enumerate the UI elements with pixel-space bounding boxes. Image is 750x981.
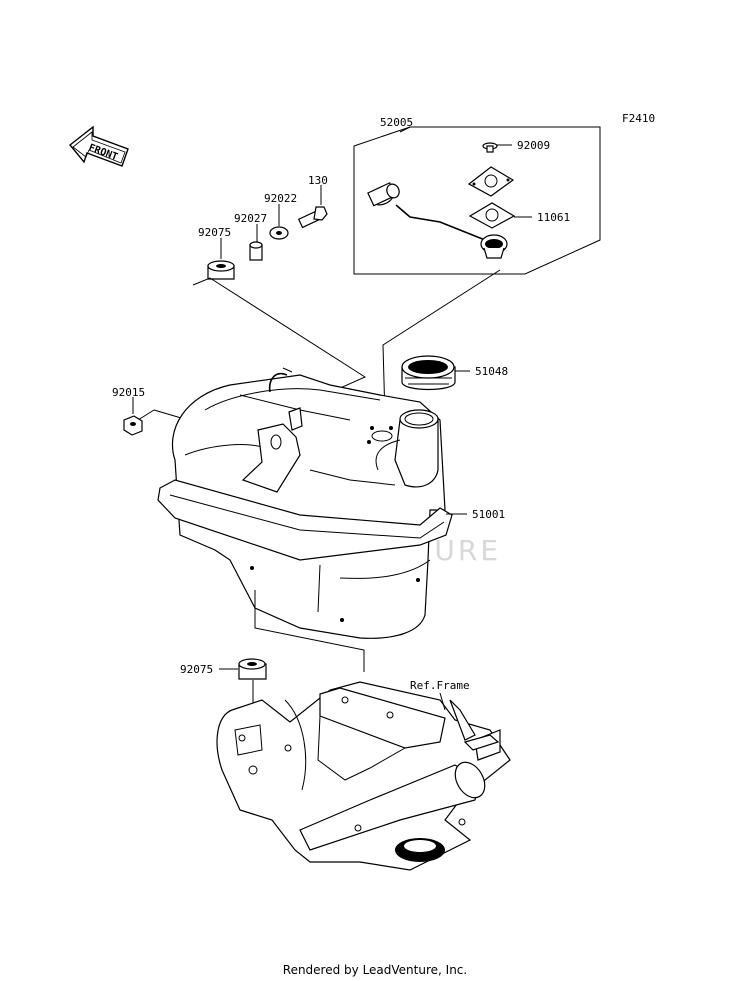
fuel-sender-float [367, 182, 508, 259]
gauge-plate [467, 166, 515, 197]
figure-code: F2410 [622, 112, 655, 125]
footer-credit: Rendered by LeadVenture, Inc. [282, 963, 468, 977]
washer-92022 [269, 204, 289, 240]
label-92022: 92022 [264, 192, 297, 205]
filler-cap-51048 [401, 355, 470, 391]
label-51001: 51001 [472, 508, 505, 521]
bolt-130 [297, 185, 328, 229]
label-92009: 92009 [517, 139, 550, 152]
label-92027: 92027 [234, 212, 267, 225]
label-92075-lower: 92075 [180, 663, 213, 676]
gasket-11061 [468, 202, 532, 229]
screw-92009 [482, 142, 512, 153]
damper-92075-upper [207, 238, 235, 280]
damper-92075-lower [238, 658, 267, 680]
label-11061: 11061 [537, 211, 570, 224]
label-92075-upper: 92075 [198, 226, 231, 239]
label-52005: 52005 [380, 116, 413, 129]
front-arrow-icon: FRONT [69, 125, 129, 167]
fuel-tank-51001 [157, 367, 467, 639]
label-92015: 92015 [112, 386, 145, 399]
nut-92015 [123, 397, 143, 436]
label-51048: 51048 [475, 365, 508, 378]
label-ref-frame: Ref.Frame [410, 679, 470, 692]
collar-92027 [249, 224, 263, 261]
fuel-gauge-assembly-box [353, 126, 601, 275]
label-130: 130 [308, 174, 328, 187]
vehicle-frame [216, 681, 511, 871]
